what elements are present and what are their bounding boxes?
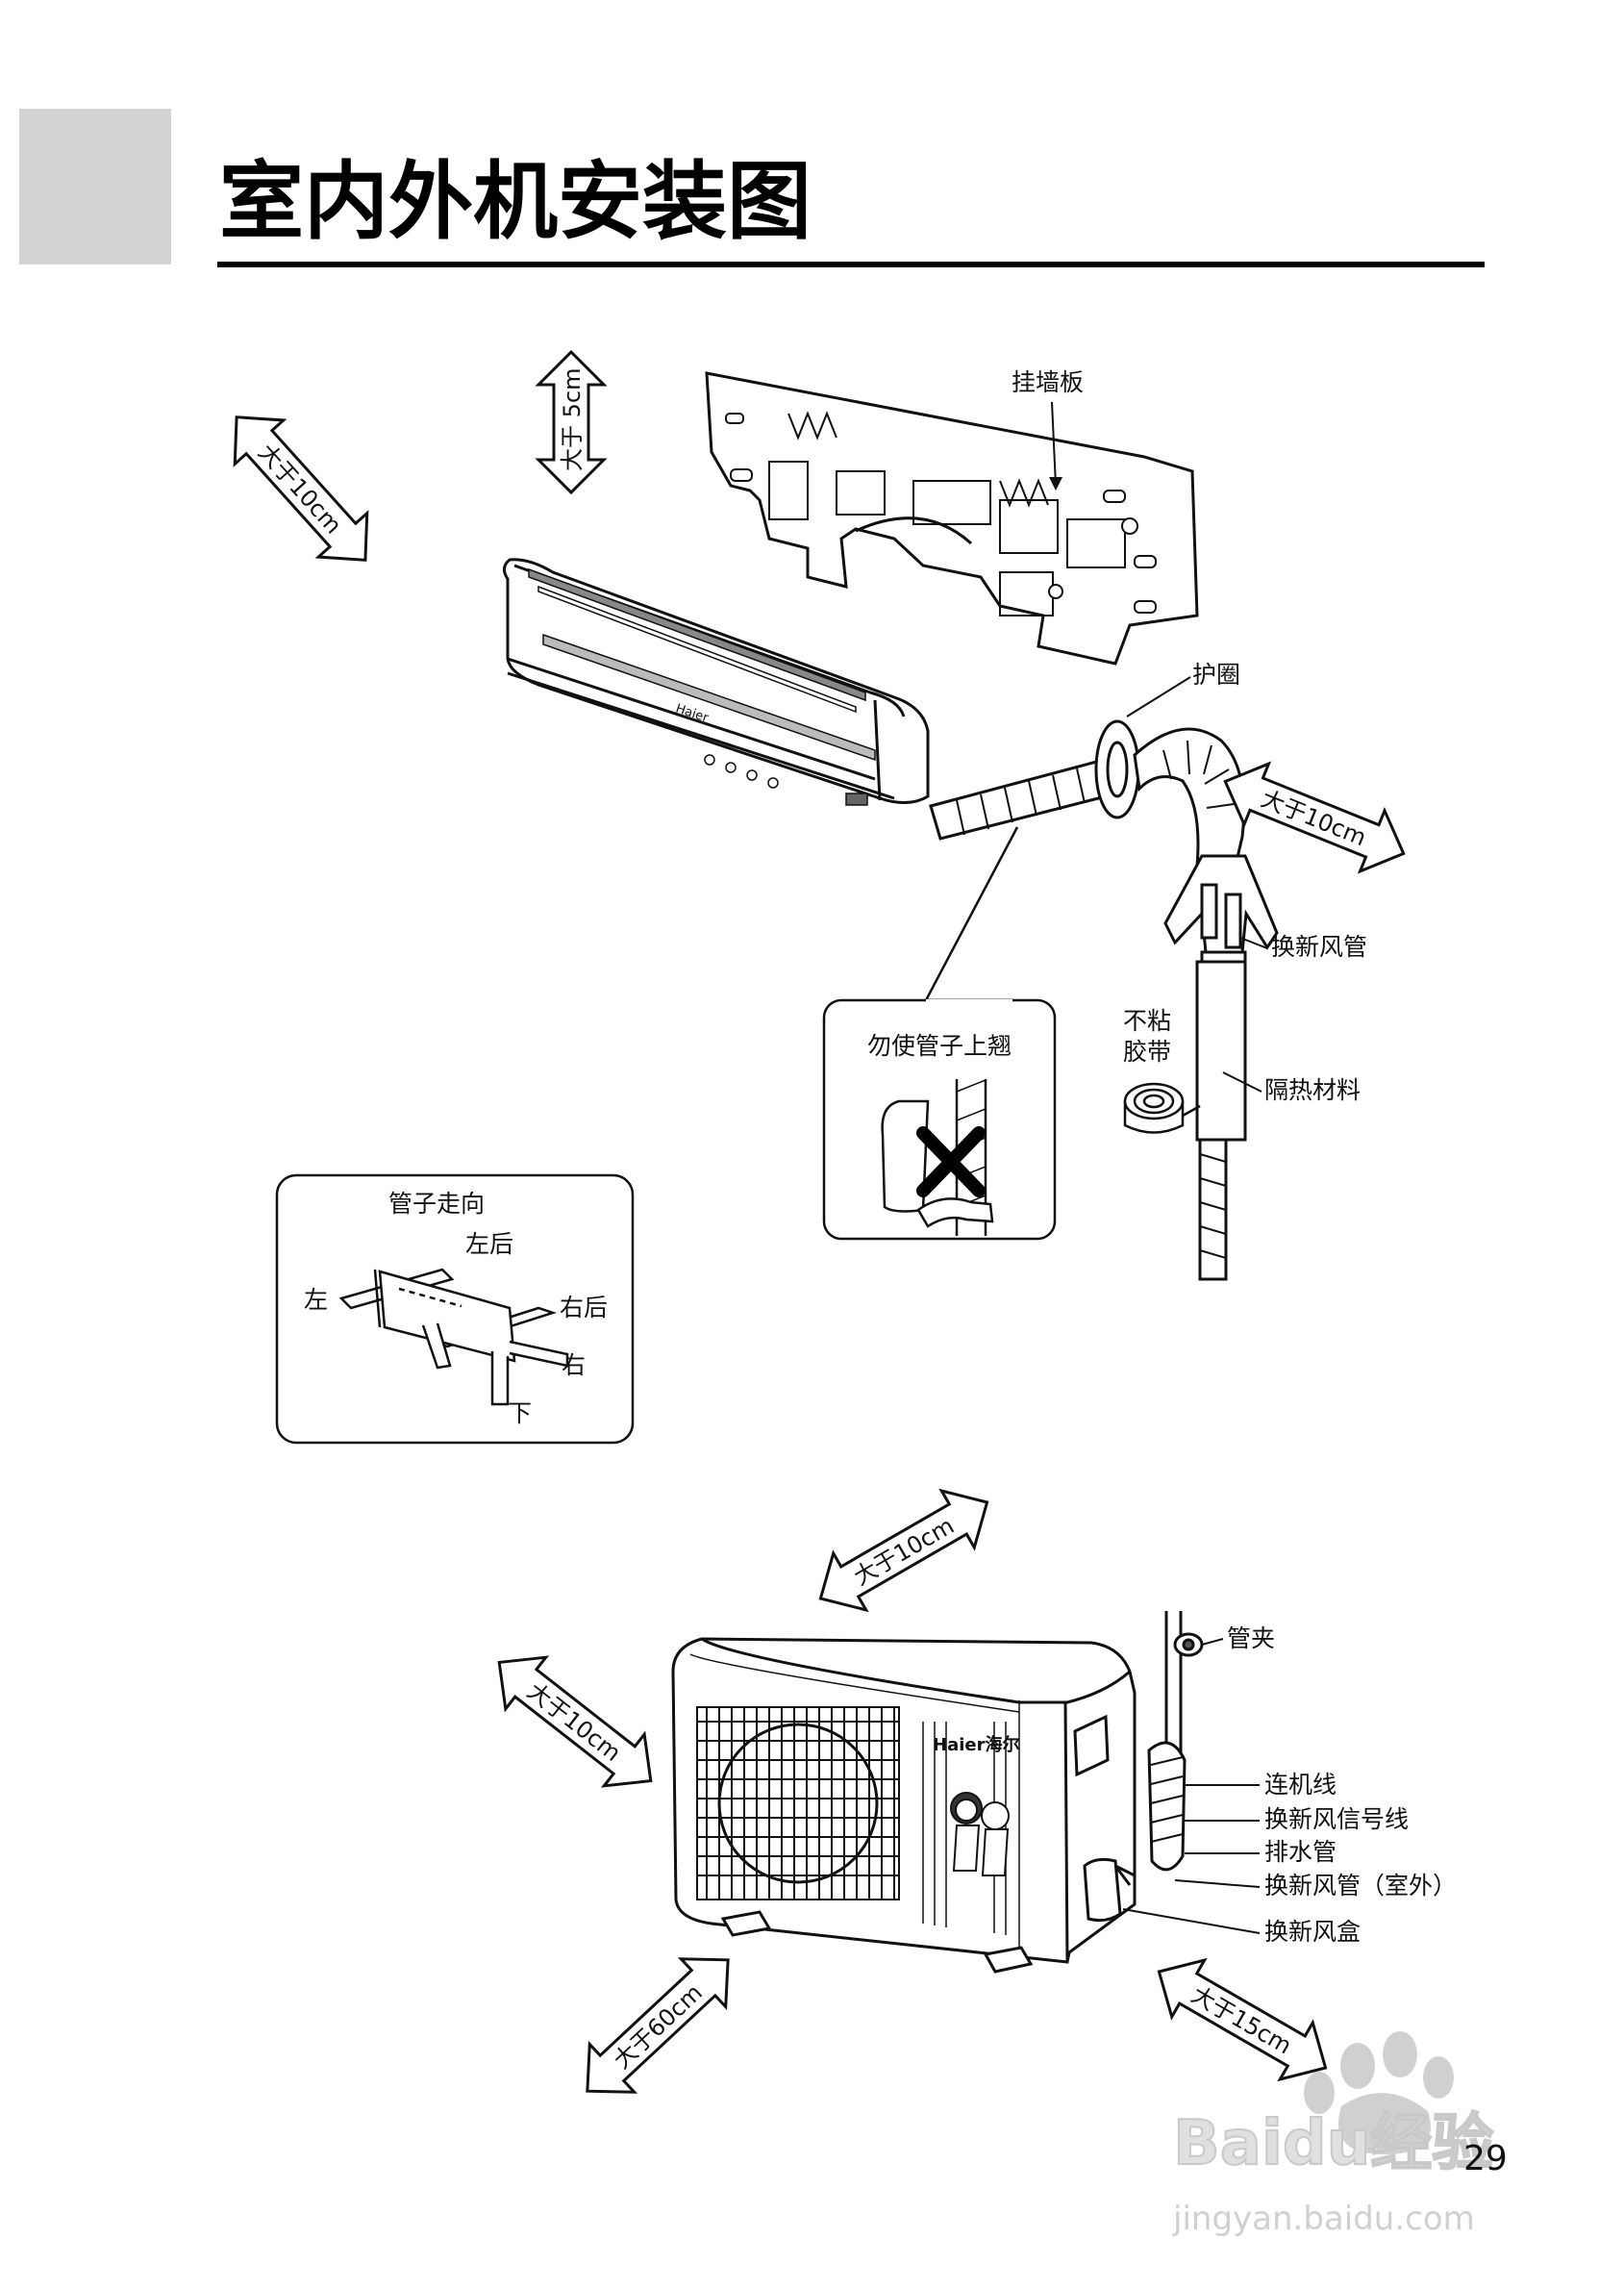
pipe-clamp-leader bbox=[1201, 1638, 1224, 1646]
outdoor-clearance-front-arrow: 大于60cm bbox=[586, 1957, 730, 2094]
tape-label-line1: 不粘 bbox=[1123, 1007, 1171, 1035]
clearance-top-arrow: 大于 5cm bbox=[535, 349, 608, 495]
air-box-leader bbox=[1122, 1908, 1261, 1934]
svg-text:大于10cm: 大于10cm bbox=[253, 439, 347, 539]
tape-label-line2: 胶带 bbox=[1123, 1038, 1171, 1066]
pipe-clamp-label: 管夹 bbox=[1227, 1624, 1275, 1652]
insulation-label: 隔热材料 bbox=[1264, 1076, 1361, 1104]
wall-plate bbox=[705, 371, 1199, 666]
title-underline bbox=[217, 262, 1485, 267]
page-number: 29 bbox=[1463, 2139, 1508, 2178]
svg-text:左后: 左后 bbox=[465, 1230, 513, 1258]
tape-roll bbox=[1123, 1082, 1201, 1134]
svg-text:下: 下 bbox=[508, 1399, 532, 1427]
sleeve-label: 护圈 bbox=[1192, 661, 1240, 689]
svg-text:右后: 右后 bbox=[560, 1294, 608, 1321]
svg-text:勿使管子上翘: 勿使管子上翘 bbox=[867, 1032, 1012, 1060]
outdoor-clearance-left-arrow: 大于10cm bbox=[497, 1655, 653, 1788]
wall-plate-leader bbox=[1051, 401, 1057, 487]
outdoor-brand-logo: Haier海尔 bbox=[933, 1734, 1019, 1755]
signal-wire-label: 换新风信号线 bbox=[1264, 1805, 1409, 1833]
svg-text:左: 左 bbox=[304, 1286, 328, 1314]
fresh-air-pipe-leader bbox=[1239, 937, 1268, 949]
paw-icon bbox=[1304, 2031, 1454, 2154]
svg-text:大于60cm: 大于60cm bbox=[609, 1979, 708, 2075]
svg-text:管子走向: 管子走向 bbox=[388, 1190, 485, 1218]
air-box-label: 换新风盒 bbox=[1264, 1918, 1361, 1946]
drain-pipe-label: 排水管 bbox=[1264, 1838, 1337, 1866]
outdoor-unit bbox=[671, 1637, 1137, 1974]
insulated-pipe bbox=[1195, 960, 1247, 1281]
indoor-unit bbox=[503, 558, 930, 806]
svg-text:大于10cm: 大于10cm bbox=[522, 1677, 626, 1767]
forbidden-x-icon bbox=[916, 1126, 986, 1197]
indoor-pipe bbox=[929, 758, 1115, 841]
warning-callout: 勿使管子上翘 bbox=[822, 826, 1057, 1241]
outdoor-pipe-label: 换新风管（室外） bbox=[1264, 1872, 1457, 1900]
pipe-direction-schematic bbox=[338, 1268, 569, 1406]
outdoor-clearance-right-arrow: 大于15cm bbox=[1157, 1957, 1328, 2082]
outdoor-pipe-leader bbox=[1174, 1879, 1261, 1888]
svg-text:jingyan.baidu.com: jingyan.baidu.com bbox=[1172, 2200, 1475, 2238]
sleeve-leader bbox=[1126, 676, 1191, 717]
clearance-left-arrow: 大于10cm bbox=[233, 415, 369, 562]
wall-sleeve bbox=[1094, 719, 1140, 819]
mascot-figure bbox=[950, 1792, 1010, 1876]
header-gray-tab bbox=[19, 109, 171, 264]
fresh-air-pipe-label: 换新风管 bbox=[1271, 933, 1367, 961]
wall-plate-arrowhead bbox=[1049, 477, 1062, 491]
connecting-wire-label: 连机线 bbox=[1264, 1771, 1337, 1799]
outdoor-piping bbox=[1113, 1611, 1204, 1886]
insulation-leader bbox=[1222, 1071, 1262, 1093]
pipe-direction-box: 管子走向 左后 左 右后 右 下 bbox=[275, 1173, 635, 1445]
outdoor-clearance-top-arrow: 大于10cm bbox=[818, 1488, 989, 1613]
baidu-watermark: Baidu经验 jingyan.baidu.com bbox=[1172, 2031, 1494, 2238]
svg-text:大于 5cm: 大于 5cm bbox=[559, 368, 586, 471]
svg-text:Baidu经验: Baidu经验 bbox=[1173, 2108, 1493, 2179]
wall-plate-label: 挂墙板 bbox=[1012, 368, 1084, 396]
page-title: 室内外机安装图 bbox=[219, 152, 812, 251]
